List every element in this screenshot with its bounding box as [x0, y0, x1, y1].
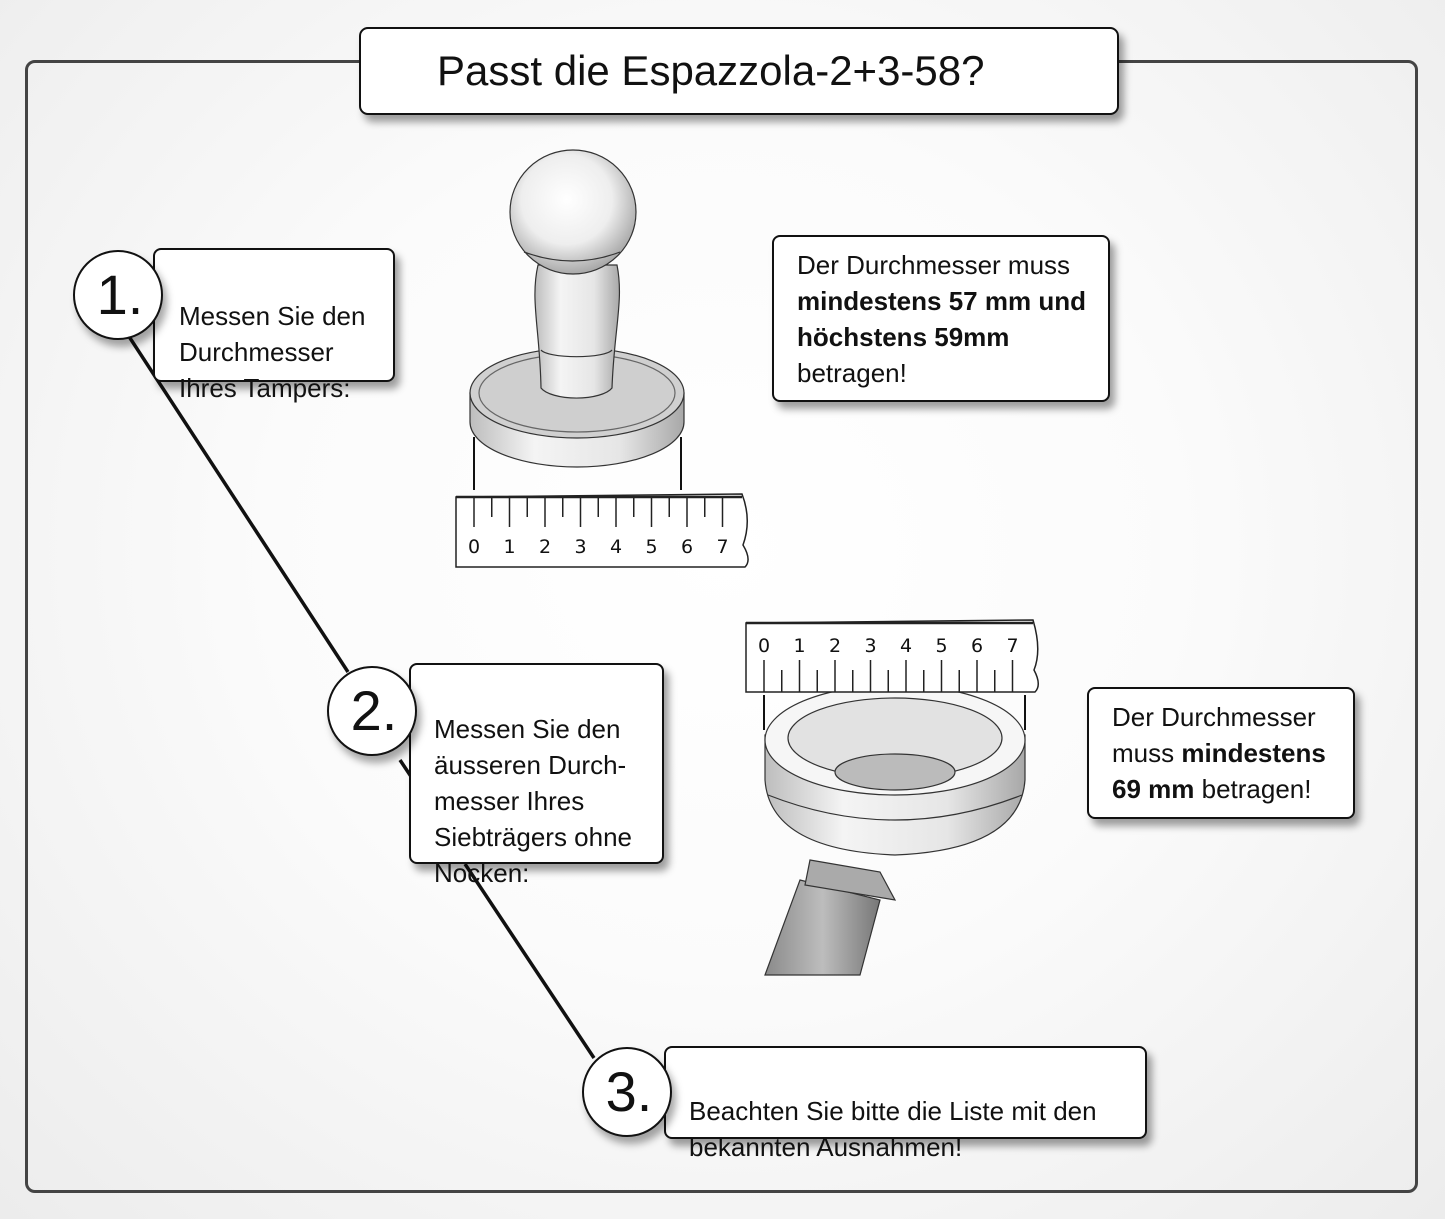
svg-text:4: 4: [610, 536, 622, 558]
step-3-box: Beachten Sie bitte die Liste mit den bek…: [664, 1046, 1147, 1162]
portafilter-illustration: [763, 684, 1026, 976]
step-1-number: 1.: [96, 262, 144, 326]
pf-req-value: 69 mm: [1112, 774, 1195, 804]
step-1-text: Messen Sie den Durchmesser Ihres Tampers…: [179, 301, 366, 403]
svg-text:5: 5: [935, 635, 947, 657]
svg-text:0: 0: [468, 536, 480, 558]
svg-text:0: 0: [758, 635, 770, 657]
svg-text:2: 2: [829, 635, 841, 657]
pf-req-post: betragen!: [1194, 774, 1312, 804]
step-2-number: 2.: [350, 678, 398, 742]
svg-text:7: 7: [1006, 635, 1018, 657]
step-3-badge: 3.: [582, 1047, 672, 1137]
tamper-requirement-box: Der Durchmesser muss mindestens 57 mm un…: [772, 235, 1110, 402]
step-3-number: 3.: [605, 1059, 653, 1123]
step-1-badge: 1.: [73, 250, 163, 340]
step-2-text: Messen Sie den äusseren Durch- messer Ih…: [434, 714, 633, 888]
svg-text:4: 4: [900, 635, 912, 657]
svg-text:7: 7: [716, 536, 728, 558]
pf-req-line1: Der Durchmesser: [1112, 702, 1316, 732]
tamper-ruler: 0 1 2 3 4 5 6 7: [455, 493, 749, 568]
portafilter-requirement-box: Der Durchmesser muss mindestens 69 mm be…: [1087, 687, 1355, 819]
portafilter-ruler: 0 1 2 3 4 5 6 7: [745, 619, 1039, 693]
step-2-box: Messen Sie den äusseren Durch- messer Ih…: [409, 663, 664, 888]
tamper-illustration: [469, 149, 685, 490]
page-title: Passt die Espazzola-2+3-58?: [359, 27, 1119, 115]
svg-text:6: 6: [681, 536, 693, 558]
tamper-req-max: höchstens 59mm: [797, 322, 1010, 352]
pf-req-pre: muss: [1112, 738, 1182, 768]
tamper-req-min: mindestens 57 mm und: [797, 286, 1086, 316]
svg-text:5: 5: [645, 536, 657, 558]
step-2-badge: 2.: [327, 666, 417, 756]
svg-text:6: 6: [971, 635, 983, 657]
title-text: Passt die Espazzola-2+3-58?: [437, 47, 985, 94]
tamper-req-line1: Der Durchmesser muss: [797, 250, 1071, 280]
svg-text:2: 2: [539, 536, 551, 558]
pf-req-min: mindestens: [1181, 738, 1326, 768]
svg-text:3: 3: [864, 635, 876, 657]
svg-text:3: 3: [574, 536, 586, 558]
tamper-req-line4: betragen!: [797, 358, 907, 388]
svg-text:1: 1: [503, 536, 515, 558]
svg-text:1: 1: [793, 635, 805, 657]
step-1-box: Messen Sie den Durchmesser Ihres Tampers…: [153, 248, 395, 403]
step-3-text: Beachten Sie bitte die Liste mit den bek…: [689, 1096, 1097, 1162]
